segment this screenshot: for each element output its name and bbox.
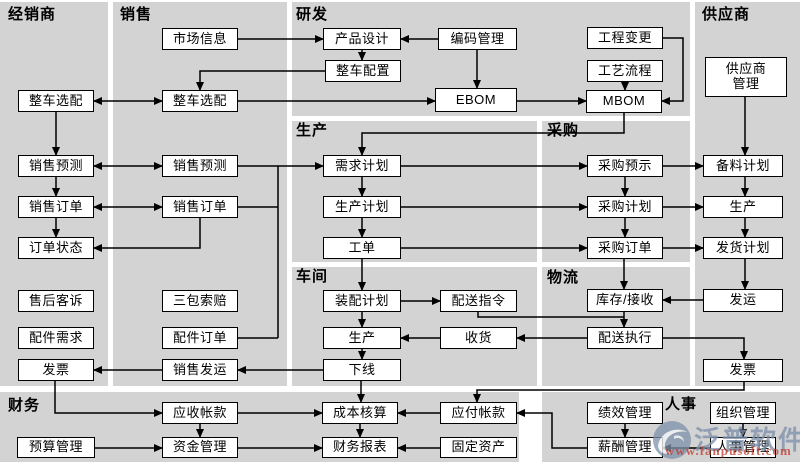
node-supplier-shipping: 发运 [703, 289, 783, 312]
node-accounts-payable: 应付帐款 [440, 402, 517, 424]
node-financial-statements: 财务报表 [322, 437, 398, 458]
edge-delivery-execution--supplier-invoice [663, 337, 748, 360]
node-sales-shipping: 销售发运 [162, 359, 238, 381]
node-engineering-change: 工程变更 [587, 27, 663, 49]
node-ebom: EBOM [435, 88, 517, 112]
edge-sales-order--dealer-order-status [93, 218, 201, 252]
edge-delivery-instruction--delivery-execution [477, 312, 624, 318]
node-goods-receipt: 收货 [440, 327, 517, 349]
section-label-production: 生产 [296, 122, 329, 139]
node-inventory-receiving: 库存/接收 [587, 289, 663, 312]
node-workshop-production: 生产 [323, 327, 401, 349]
node-purchase-forecast: 采购预示 [587, 155, 663, 177]
edge-mbom--demand-plan [358, 113, 625, 156]
node-three-guarantees-claim: 三包索赔 [162, 290, 238, 312]
node-parts-order: 配件订单 [162, 327, 238, 349]
node-hr-management: 人事管理 [710, 437, 776, 458]
section-label-logistics: 物流 [547, 269, 580, 286]
node-mbom: MBOM [586, 90, 662, 113]
node-dealer-order-status: 订单状态 [18, 237, 94, 259]
node-dealer-sales-order: 销售订单 [18, 196, 94, 218]
section-label-dealer: 经销商 [8, 6, 57, 23]
node-process-flow: 工艺流程 [587, 60, 663, 82]
section-label-rd: 研发 [296, 6, 329, 23]
node-material-prep-plan: 备料计划 [703, 155, 783, 177]
node-sales-forecast: 销售预测 [162, 155, 238, 177]
node-assembly-plan: 装配计划 [323, 290, 401, 312]
node-purchase-plan: 采购计划 [587, 196, 663, 218]
node-purchase-order: 采购订单 [587, 237, 663, 259]
node-offline: 下线 [323, 359, 401, 381]
section-label-workshop: 车间 [296, 268, 329, 285]
node-demand-plan: 需求计划 [323, 155, 401, 177]
node-fixed-assets: 固定资产 [440, 437, 517, 458]
section-panel-sales [113, 2, 287, 386]
edge-supplier-invoice--accounts-payable [473, 382, 745, 403]
node-budget-management: 预算管理 [17, 437, 95, 458]
node-supplier-production: 生产 [703, 196, 783, 218]
section-label-hr: 人事 [665, 396, 698, 413]
node-supplier-invoice: 发票 [703, 359, 783, 382]
section-label-supplier: 供应商 [702, 6, 751, 23]
node-performance-management: 绩效管理 [587, 402, 663, 424]
edge-dealer-invoice--accounts-receivable [54, 381, 163, 417]
node-dealer-parts-demand: 配件需求 [18, 327, 94, 349]
section-label-finance: 财务 [8, 397, 41, 414]
node-accounts-receivable: 应收帐款 [162, 402, 238, 424]
node-dealer-invoice: 发票 [18, 359, 94, 381]
edge-compensation-management--accounts-payable [516, 409, 587, 449]
node-delivery-plan: 发货计划 [703, 237, 783, 259]
node-dealer-after-sales-complaint: 售后客诉 [18, 290, 94, 312]
node-product-design: 产品设计 [323, 28, 401, 50]
node-dealer-sales-forecast: 销售预测 [18, 155, 94, 177]
node-work-order: 工单 [323, 237, 401, 259]
node-compensation-management: 薪酬管理 [587, 437, 663, 458]
node-cost-accounting: 成本核算 [322, 402, 398, 424]
edge-vehicle-configuration--sales-vehicle-config [196, 70, 325, 91]
node-sales-vehicle-config: 整车选配 [162, 90, 238, 112]
section-panel-logistics [542, 267, 690, 386]
node-delivery-instruction: 配送指令 [440, 290, 517, 312]
node-vehicle-configuration: 整车配置 [325, 60, 401, 82]
node-production-plan: 生产计划 [323, 196, 401, 218]
node-organization-management: 组织管理 [710, 402, 776, 424]
node-coding-management: 编码管理 [438, 28, 517, 50]
node-delivery-execution: 配送执行 [587, 327, 663, 349]
node-fund-management: 资金管理 [162, 437, 238, 458]
section-label-sales: 销售 [120, 6, 153, 23]
section-label-purchasing: 采购 [547, 122, 580, 139]
node-market-info: 市场信息 [162, 28, 238, 50]
node-dealer-vehicle-config: 整车选配 [18, 90, 94, 112]
node-sales-order: 销售订单 [162, 196, 238, 218]
node-supplier-management: 供应商管理 [705, 57, 787, 97]
edge-engineering-change--mbom [661, 37, 684, 105]
